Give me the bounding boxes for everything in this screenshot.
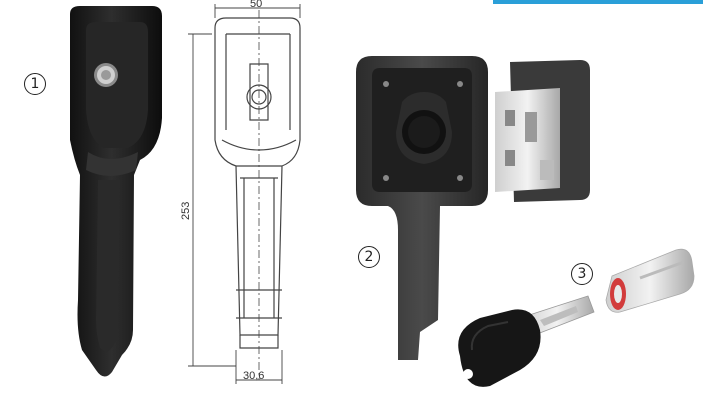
item-3-marker: 3 xyxy=(571,263,593,285)
handle-assembly xyxy=(356,56,590,360)
dimension-height: 253 xyxy=(180,201,192,220)
dimension-width-bottom: 30,6 xyxy=(243,370,265,382)
dimension-width-top: 50 xyxy=(250,0,263,10)
key xyxy=(458,295,595,387)
item-2-marker: 2 xyxy=(358,246,380,268)
accent-bar xyxy=(493,0,703,4)
lock-cylinder xyxy=(605,248,695,313)
item-1-marker: 1 xyxy=(24,73,46,95)
handle-photo xyxy=(70,6,162,377)
technical-drawing xyxy=(188,4,301,384)
